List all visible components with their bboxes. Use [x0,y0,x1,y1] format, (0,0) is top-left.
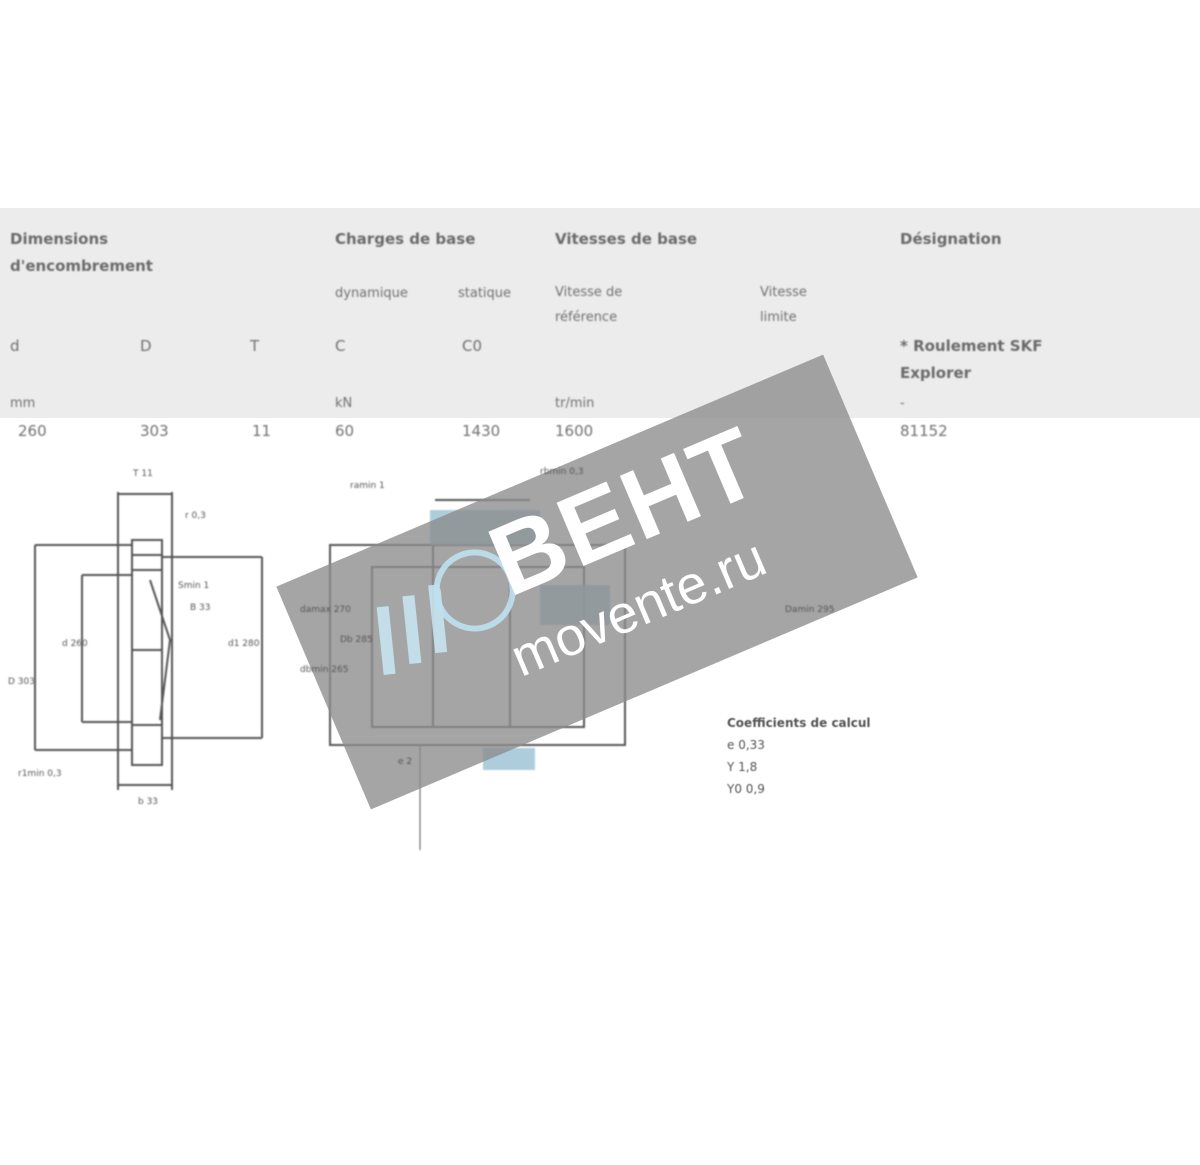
subheader-static: statique [458,286,512,301]
subheader-reference-speed: Vitesse de référence [555,285,623,325]
column-C0: C0 [462,337,483,355]
column-D: D [140,337,152,355]
label-e: e 2 [398,757,413,767]
column-C: C [335,337,346,355]
cell-designation: 81152 [900,422,948,440]
subheader-limit-speed: Vitesse limite [760,285,807,325]
table-row: 260 303 11 60 1430 1600 81152 [0,418,1200,446]
column-T: T [250,337,260,355]
label-d: d 260 [62,639,88,649]
label-bw: b 33 [138,797,159,807]
header-speeds: Vitesses de base [555,230,698,248]
coefficient-e: e 0,33 [727,738,765,752]
label-rbmin: rbmin 0,3 [540,467,584,477]
cell-D: 303 [140,422,169,440]
header-loads: Charges de base [335,230,476,248]
coefficient-y0: Y0 0,9 [727,782,765,796]
label-D: D 303 [8,677,35,687]
header-dimensions: Dimensions d'encombrement [10,230,153,275]
cell-d: 260 [18,422,47,440]
column-d: d [10,337,20,355]
label-smin: Smin 1 [178,581,210,591]
label-db: Db 285 [340,635,373,645]
unit-kn: kN [335,396,353,411]
header-designation: Désignation [900,230,1002,248]
designation-note: * Roulement SKF Explorer [900,337,1043,382]
label-ramin: ramin 1 [350,481,385,491]
coefficient-y: Y 1,8 [727,760,758,774]
label-d1: d1 280 [228,639,260,649]
label-r: r 0,3 [185,511,206,521]
label-Damin: Damin 295 [785,605,835,615]
table-header-band [0,208,1200,418]
cell-T: 11 [252,422,272,440]
label-damax: damax 270 [300,605,351,615]
cell-reference-speed: 1600 [555,422,594,440]
cell-C: 60 [335,422,355,440]
watermark: ВЕНТ movente.ru [276,354,918,810]
cell-C0: 1430 [462,422,501,440]
coefficients-title: Coefficients de calcul [727,716,871,730]
unit-speed: tr/min [555,396,595,411]
unit-mm: mm [10,396,36,411]
watermark-logo-mark [376,584,448,675]
label-b: B 33 [190,603,211,613]
label-r1min: r1min 0,3 [18,769,62,779]
label-t: T 11 [133,469,153,479]
calculation-coefficients: Coefficients de calcul e 0,33 Y 1,8 Y0 0… [727,712,871,800]
unit-designation: - [900,396,905,411]
label-dbmin: dbmin 265 [300,665,349,675]
subheader-dynamic: dynamique [335,286,408,301]
